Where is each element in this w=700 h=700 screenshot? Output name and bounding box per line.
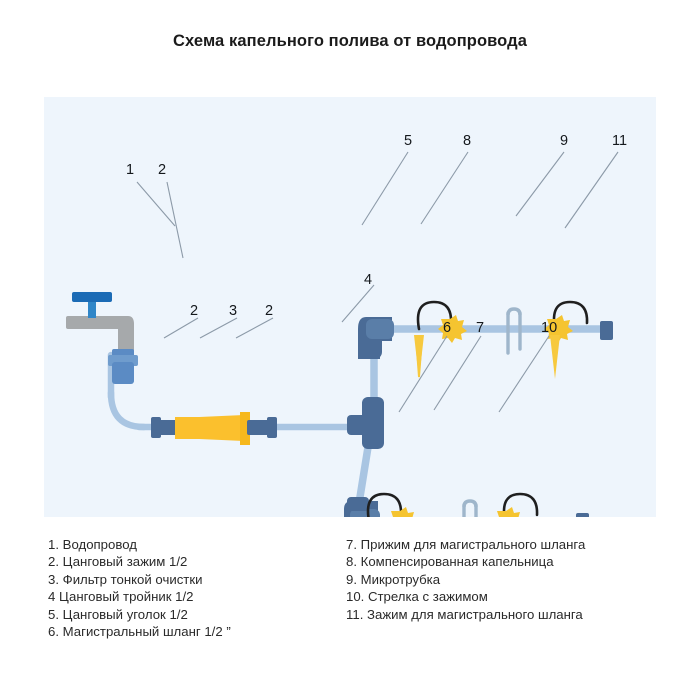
dripper-assembly-lower-1 [366,492,414,517]
end-clamp-lower [576,513,589,517]
page-title: Схема капельного полива от водопровода [173,32,527,50]
callout-10-leader [498,335,550,413]
legend-item-right-5: 11. Зажим для магистрального шланга [346,606,583,622]
hose-main [44,97,656,517]
callout-4-leader [341,284,375,323]
callout-7-leader [433,335,482,411]
microtube-lower-2 [502,492,539,517]
microtube-lower-1 [366,492,403,517]
callout-9-leader [515,151,565,217]
callout-2c: 2 [265,303,274,319]
callout-4: 4 [364,272,373,288]
callout-7: 7 [476,320,485,336]
legend-item-left-4: 4 Цанговый тройник 1/2 [48,589,194,605]
dripper-lower-2 [497,507,520,517]
callout-9: 9 [560,133,569,149]
collet-elbow-upper [358,317,394,359]
callout-1: 1 [126,162,135,178]
legend-item-right-4: 10. Стрелка с зажимом [346,589,488,605]
callout-leader-lines [136,151,619,413]
legend-item-left-6: 6. Магистральный шланг 1/2 ” [48,624,231,640]
callout-5-leader [361,151,409,226]
callout-5: 5 [404,133,413,149]
filter-assembly [151,412,277,445]
callout-8: 8 [463,133,472,149]
callout-3-leader [199,317,238,339]
callout-11-leader [564,151,619,229]
microtube-upper-1 [416,300,453,331]
callout-2c-leader [235,317,274,339]
legend-item-left-3: 3. Фильтр тонкой очистки [48,571,203,587]
collet-clamp-right [247,420,269,435]
callout-2b-leader [163,317,199,339]
legend-item-left-5: 5. Цанговый уголок 1/2 [48,606,188,622]
stake-upper-2 [550,335,560,379]
legend-item-right-3: 9. Микротрубка [346,571,441,587]
legend-item-right-1: 7. Прижим для магистрального шланга [346,537,586,552]
hose-clip-lower [462,499,478,517]
dripper-upper-1 [438,315,467,343]
collet-tee [347,397,384,449]
callout-6: 6 [443,320,452,336]
legend-column-right: 7. Прижим для магистрального шланга 8. Ко… [346,536,585,623]
callout-2a-leader [166,181,184,259]
callout-10: 10 [541,320,558,336]
callout-6-leader [398,335,448,413]
dripper-assembly-lower-2 [497,492,539,517]
legend-item-right-2: 8. Компенсированная капельница [346,554,554,570]
water-tap [66,292,138,384]
dripper-assembly-upper-1 [414,300,467,379]
callout-11: 11 [612,133,628,149]
end-clamp-upper [600,321,613,340]
diagram-panel: 1 2 2 3 2 4 5 8 9 11 6 7 10 [44,97,656,517]
collet-clamp-tap [112,362,134,384]
dripper-assembly-upper-2 [544,300,589,379]
callout-8-leader [420,151,469,225]
legend-item-left-2: 2. Цанговый зажим 1/2 [48,554,188,570]
callout-2b: 2 [190,303,199,319]
hose-clip-upper [506,307,522,355]
dripper-lower-1 [391,507,414,517]
callout-3: 3 [229,303,238,319]
microtube-upper-2 [552,300,589,331]
legend-item-left-1: 1. Водопровод [48,537,137,552]
irrigation-schematic [44,97,656,517]
callout-1-leader [136,181,176,227]
callout-2a: 2 [158,162,167,178]
tap-handle [72,292,112,302]
